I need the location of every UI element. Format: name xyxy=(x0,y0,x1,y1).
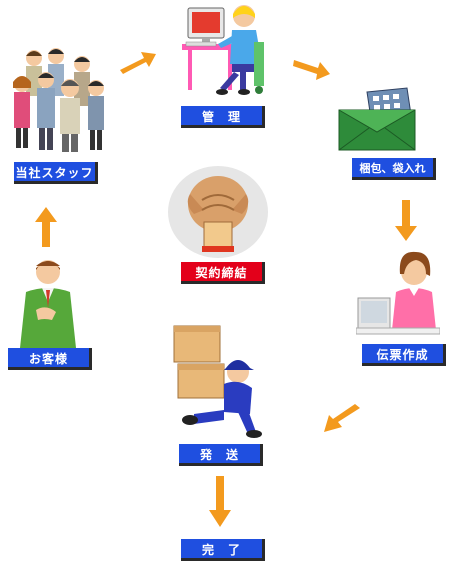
step-label-customer: お客様 xyxy=(8,348,92,370)
arrow-kanri-to-packing xyxy=(293,60,330,80)
step-label-complete: 完 了 xyxy=(181,539,265,561)
staff-group-illustration xyxy=(13,48,104,152)
step-label-contract: 契約締結 xyxy=(181,262,265,284)
envelope-package-illustration xyxy=(338,87,416,151)
arrow-staff-to-kanri xyxy=(120,52,156,74)
customer-man-illustration xyxy=(20,260,76,348)
step-label-kanri: 管 理 xyxy=(181,106,265,128)
office-woman-illustration xyxy=(356,251,440,335)
delivery-man-illustration xyxy=(173,325,262,438)
arrow-invoice-to-shipping xyxy=(324,404,360,432)
step-label-invoice: 伝票作成 xyxy=(362,344,446,366)
arrow-shipping-to-complete xyxy=(209,476,231,527)
computer-operator-illustration xyxy=(182,5,264,95)
step-label-shipping: 発 送 xyxy=(179,444,263,466)
arrow-packing-to-invoice xyxy=(395,200,417,241)
arrow-customer-to-staff xyxy=(35,207,57,247)
step-label-staff: 当社スタッフ xyxy=(14,162,98,184)
seal-stamp-illustration xyxy=(168,166,268,258)
step-label-packing: 梱包、袋入れ xyxy=(352,158,436,180)
